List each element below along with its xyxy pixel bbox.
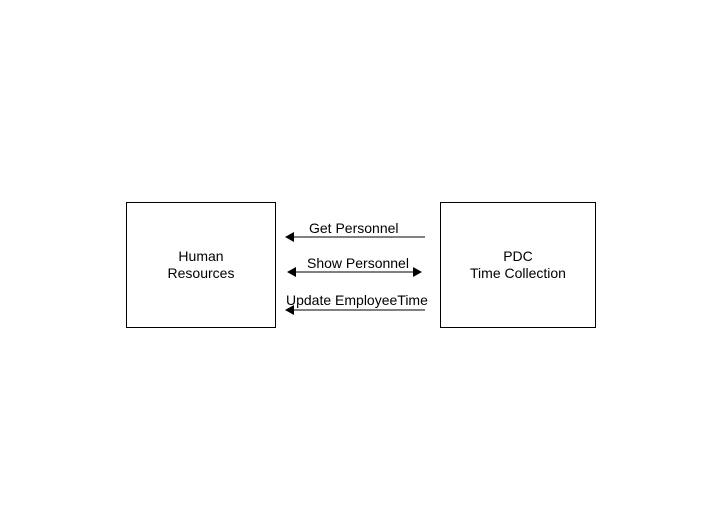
get-personnel-arrow [285,232,425,242]
pdc-time-collection-box: PDC Time Collection [440,202,596,328]
pdc-label-line1: PDC [503,248,533,264]
show-personnel-arrow [287,267,422,277]
update-employeetime-arrow [285,305,425,315]
get-personnel-arrowhead-left [285,232,294,242]
pdc-time-collection-label: PDC Time Collection [470,248,566,282]
show-personnel-arrowhead-left [287,267,296,277]
human-resources-label-line2: Resources [167,265,235,281]
update-employeetime-label: Update EmployeeTime [286,292,428,308]
human-resources-box: Human Resources [126,202,276,328]
show-personnel-arrowhead-right [413,267,422,277]
update-employeetime-arrowhead-left [285,305,294,315]
human-resources-label-line1: Human [178,248,224,264]
pdc-label-line2: Time Collection [470,265,566,281]
get-personnel-label: Get Personnel [309,220,399,236]
show-personnel-label: Show Personnel [307,255,409,271]
human-resources-label: Human Resources [168,248,235,282]
